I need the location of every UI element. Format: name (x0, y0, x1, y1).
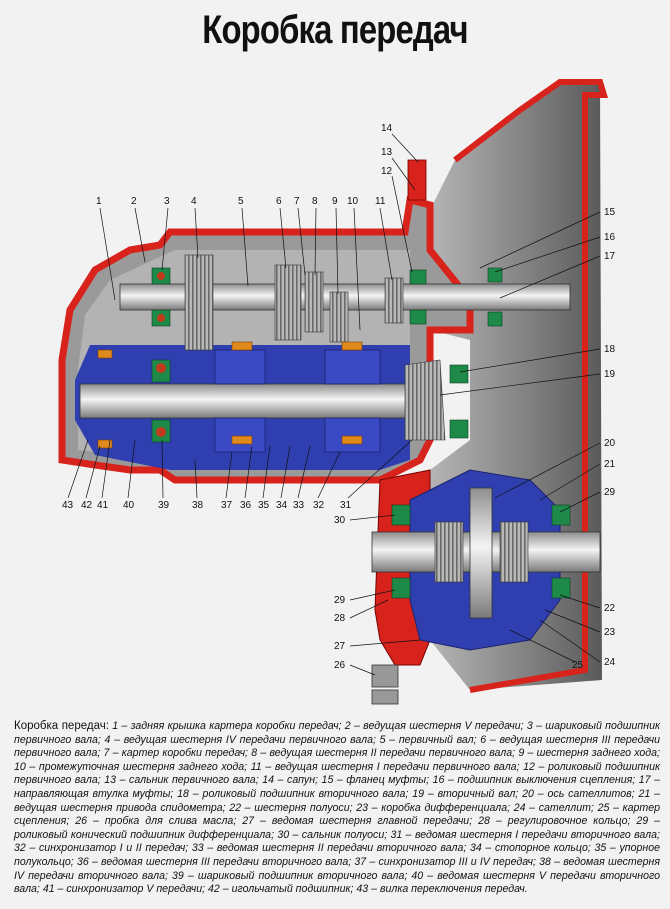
breather (407, 159, 427, 201)
gear-31 (404, 359, 446, 441)
orange-bearings (97, 341, 363, 449)
label-3: 3 (164, 196, 170, 207)
label-20: 20 (604, 438, 616, 449)
satellite-axis (469, 487, 493, 619)
label-12: 12 (381, 166, 393, 177)
label-34: 34 (276, 500, 288, 511)
drain-plug (371, 664, 399, 688)
output-shaft (79, 383, 441, 419)
gear-6 (274, 264, 302, 341)
label-23: 23 (604, 627, 616, 638)
bearing-balls (156, 272, 166, 437)
page-title: Коробка передач (202, 8, 468, 52)
label-35: 35 (258, 500, 270, 511)
label-41: 41 (97, 500, 109, 511)
label-27: 27 (334, 641, 346, 652)
synchronizer-37-low (214, 417, 266, 453)
gear-8 (304, 271, 324, 333)
label-22: 22 (604, 603, 616, 614)
label-1: 1 (96, 196, 102, 207)
caption-heading: Коробка передач: (14, 720, 109, 732)
leader-lines (99, 133, 601, 676)
label-40: 40 (123, 500, 135, 511)
label-2: 2 (131, 196, 137, 207)
label-29-left: 29 (334, 595, 346, 606)
caption-text: 1 – задняя крышка картера коробки переда… (14, 720, 660, 896)
label-8: 8 (312, 196, 318, 207)
gear-11 (384, 277, 404, 324)
label-13: 13 (381, 147, 393, 158)
label-31: 31 (340, 500, 352, 511)
label-39: 39 (158, 500, 170, 511)
label-32: 32 (313, 500, 325, 511)
lower-leader-lines (67, 439, 413, 499)
label-43: 43 (62, 500, 74, 511)
label-11: 11 (375, 196, 386, 207)
label-36: 36 (240, 500, 252, 511)
synchronizer-37 (214, 349, 266, 385)
label-9: 9 (332, 196, 338, 207)
label-18: 18 (604, 344, 616, 355)
label-19: 19 (604, 369, 616, 380)
label-16: 16 (604, 232, 616, 243)
label-29-right: 29 (604, 487, 616, 498)
label-17: 17 (604, 251, 616, 262)
label-15: 15 (604, 207, 616, 218)
caption: Коробка передач: 1 – задняя крышка карте… (14, 720, 660, 897)
gear-4 (184, 254, 214, 351)
label-28: 28 (334, 613, 346, 624)
label-14: 14 (381, 123, 393, 134)
label-33: 33 (293, 500, 305, 511)
label-26: 26 (334, 660, 346, 671)
label-37: 37 (221, 500, 233, 511)
label-5: 5 (238, 196, 244, 207)
label-25: 25 (572, 660, 584, 671)
label-24: 24 (604, 657, 616, 668)
label-21: 21 (604, 459, 616, 470)
side-gear-left (434, 521, 464, 583)
label-30: 30 (334, 515, 346, 526)
label-42: 42 (81, 500, 93, 511)
drain-plug-2 (371, 689, 399, 705)
clutch-housing-outline (453, 79, 609, 693)
label-7: 7 (294, 196, 300, 207)
differential-bearings (391, 504, 571, 599)
label-38: 38 (192, 500, 204, 511)
synchronizer-32 (324, 349, 381, 385)
bearings (151, 267, 503, 443)
side-gear-right (499, 521, 529, 583)
synchronizer-32-low (324, 417, 381, 453)
label-10: 10 (347, 196, 359, 207)
label-4: 4 (191, 196, 197, 207)
gearbox-diagram: 1 2 3 4 5 6 7 8 9 10 11 12 13 14 15 16 1… (58, 79, 616, 705)
label-6: 6 (276, 196, 282, 207)
gear-9 (329, 291, 349, 343)
